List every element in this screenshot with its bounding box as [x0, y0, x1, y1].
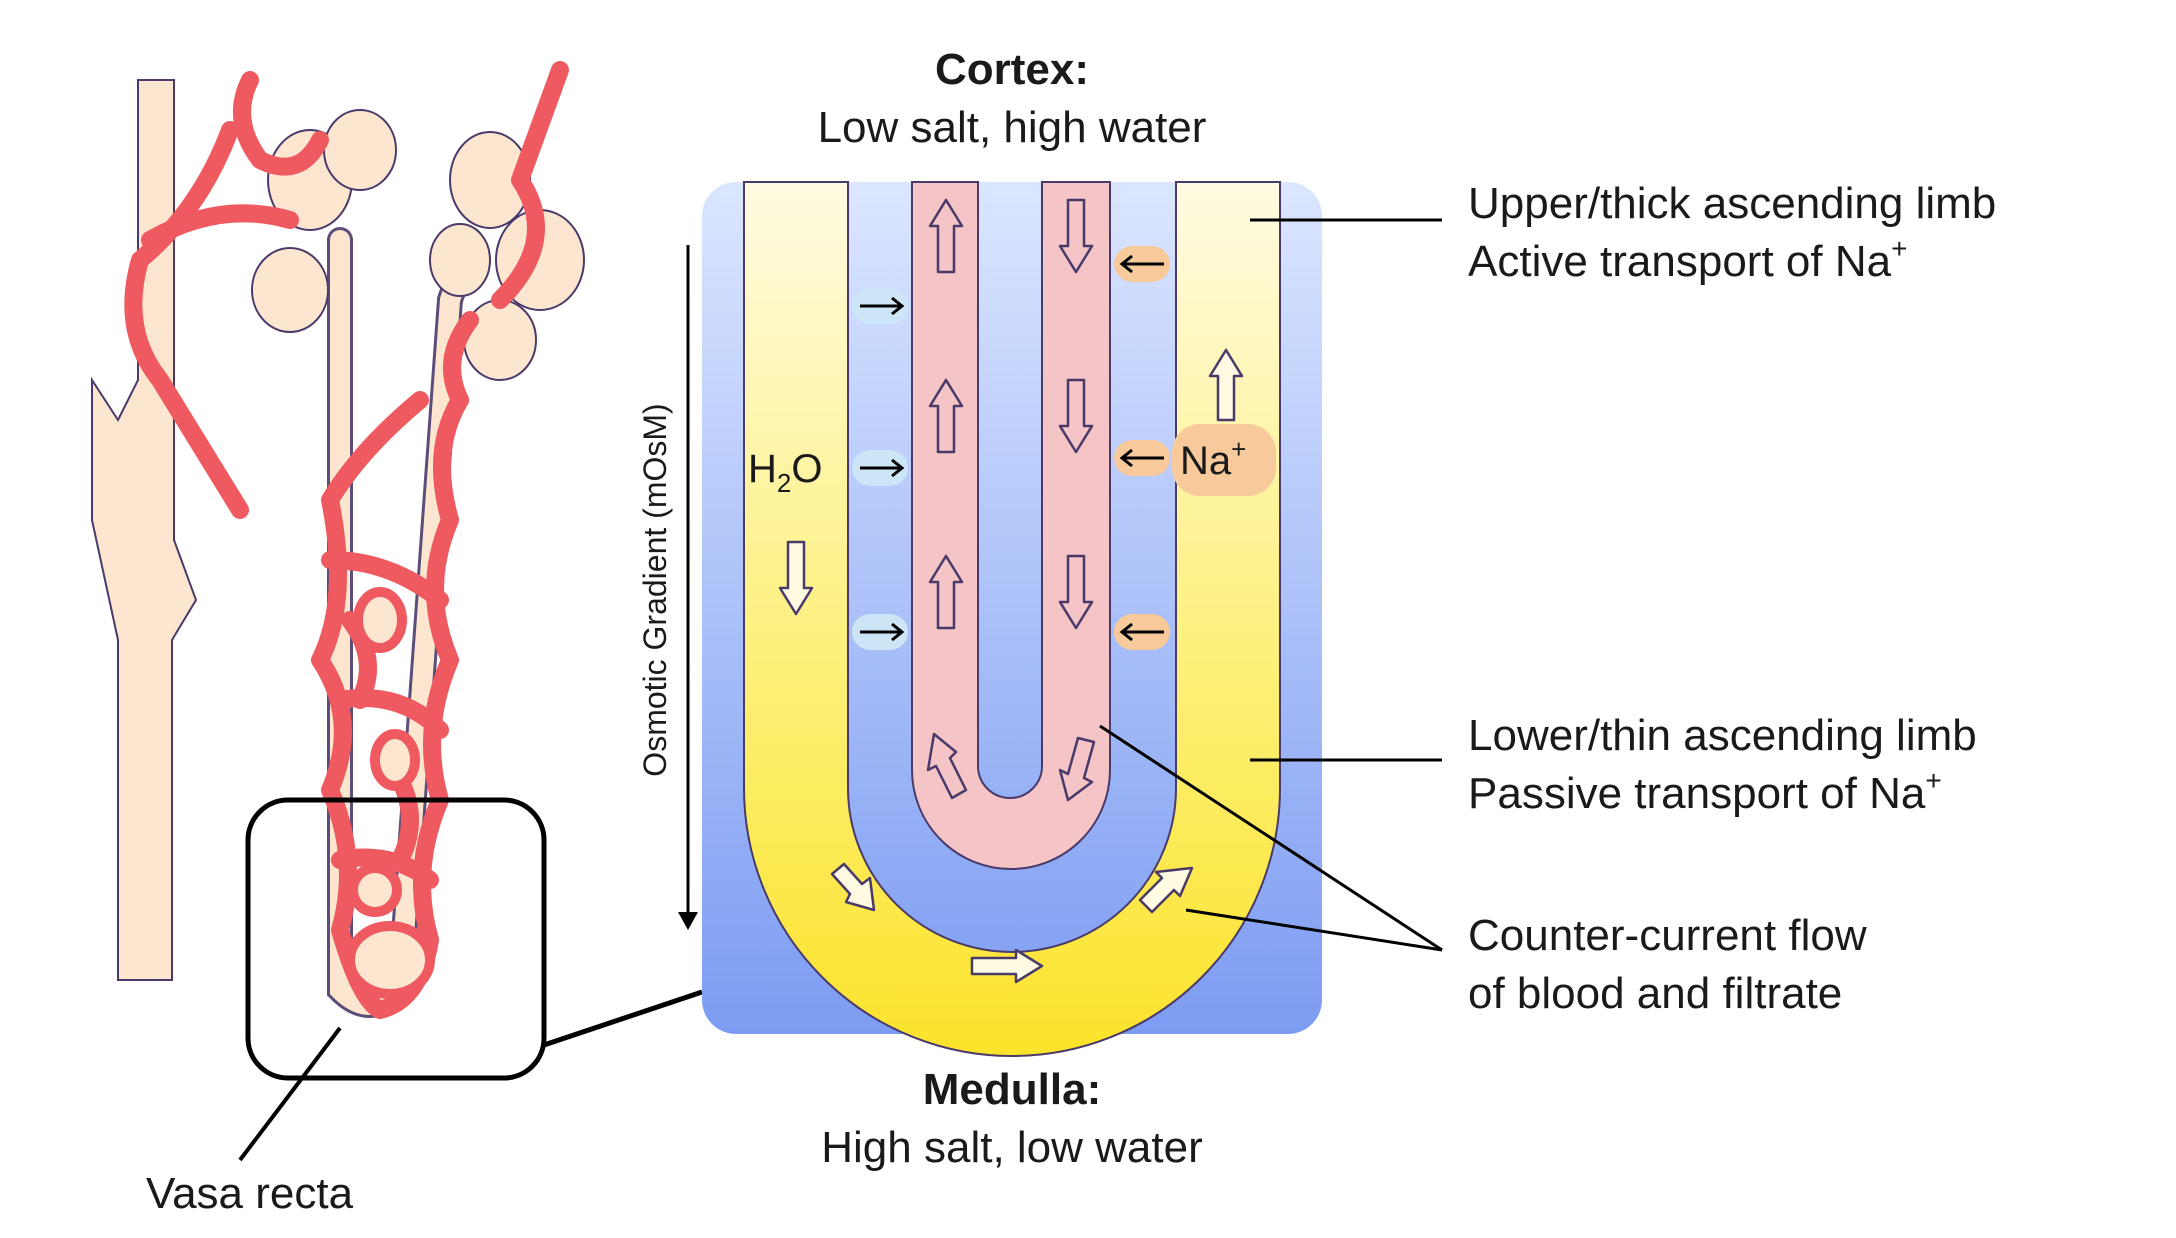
- collecting-duct: [91, 79, 198, 981]
- blood-up-arrow: [928, 554, 964, 630]
- filtrate-up-arrow: [1208, 348, 1244, 422]
- blood-up-arrow: [928, 198, 964, 274]
- flow-arrows: [778, 198, 1244, 984]
- blood-vessel-inner: [911, 181, 1111, 870]
- sodium-left-arrow: [1119, 254, 1164, 274]
- blood-up-arrow: [926, 732, 968, 800]
- counter-current-line1: Counter-current flow: [1468, 911, 1867, 960]
- water-right-arrow: [860, 458, 905, 478]
- cortex-subtitle: Low salt, high water: [818, 103, 1207, 152]
- water-exchange: H2O: [748, 288, 908, 650]
- lower-limb-line1: Lower/thin ascending limb: [1468, 711, 1977, 760]
- blood-down-arrow: [1058, 554, 1094, 630]
- nephron-illustration: Vasa recta: [91, 61, 703, 1218]
- filtrate-limb-outer: [743, 181, 1281, 1057]
- gradient-axis-label: Osmotic Gradient (mOsM): [637, 403, 673, 776]
- blood-down-arrow: [1058, 198, 1094, 274]
- counter-current-line2: of blood and filtrate: [1468, 969, 1842, 1018]
- vasa-recta-vessels: [124, 61, 569, 1019]
- lower-limb-line2: Passive transport of Na+: [1468, 765, 1942, 818]
- sodium-left-arrow: [1119, 622, 1164, 642]
- counter-current-leaders: [1099, 724, 1443, 952]
- zoom-connector-line: [543, 989, 703, 1048]
- water-right-arrow: [860, 622, 905, 642]
- sodium-exchange: Na+: [1114, 246, 1276, 650]
- filtrate-bend-arrow: [1138, 866, 1194, 914]
- filtrate-down-arrow: [778, 540, 814, 616]
- upper-limb-line1: Upper/thick ascending limb: [1468, 179, 1996, 228]
- sodium-left-arrow: [1119, 448, 1164, 468]
- vasa-recta-capillaries: [345, 587, 435, 999]
- vasa-recta-highlight-box: [245, 797, 547, 1081]
- gradient-axis-arrowhead: [678, 912, 698, 930]
- blood-down-arrow: [1058, 736, 1096, 802]
- sodium-label: Na+: [1180, 434, 1246, 483]
- water-right-arrow: [860, 296, 905, 316]
- water-label: H2O: [748, 447, 822, 498]
- blood-up-arrow: [928, 378, 964, 454]
- filtrate-bend-arrow: [830, 862, 876, 912]
- cortex-title: Cortex:: [935, 45, 1089, 94]
- medulla-title: Medulla:: [923, 1065, 1101, 1114]
- vasa-recta-label: Vasa recta: [146, 1169, 354, 1218]
- sodium-label-badge: [1172, 424, 1276, 496]
- medulla-subtitle: High salt, low water: [821, 1123, 1202, 1172]
- filtrate-bend-arrow: [970, 948, 1044, 984]
- interstitium-box: [702, 182, 1322, 1034]
- upper-limb-line2: Active transport of Na+: [1468, 233, 1907, 286]
- vasa-recta-pointer-line: [238, 1026, 342, 1162]
- blood-down-arrow: [1058, 378, 1094, 454]
